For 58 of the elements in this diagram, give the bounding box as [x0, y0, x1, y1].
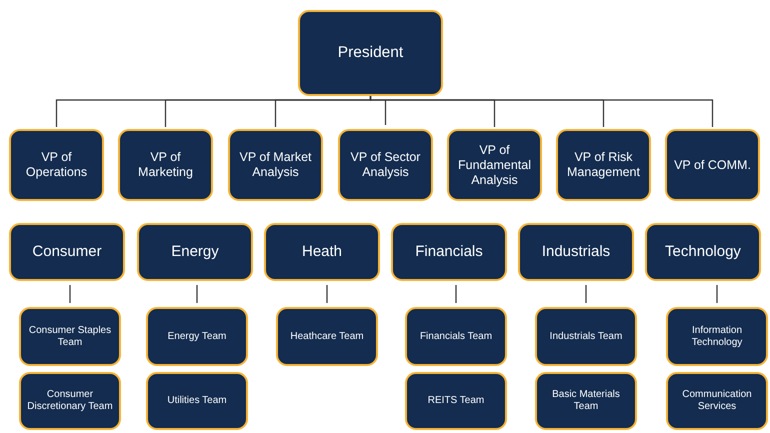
- org-box: [146, 307, 248, 366]
- org-box: [228, 129, 323, 201]
- box-label: VP of Market Analysis: [238, 150, 313, 180]
- box-label: Heathcare Team: [290, 330, 364, 342]
- org-box: [666, 372, 768, 430]
- box-label: Consumer Discretionary Team: [26, 389, 114, 413]
- org-box: [19, 372, 121, 430]
- org-box: [645, 223, 761, 281]
- org-box: [405, 307, 507, 366]
- org-box: [518, 223, 634, 281]
- org-box: [556, 129, 651, 201]
- box-label: President: [338, 44, 404, 62]
- box-label: Financials Team: [420, 330, 492, 342]
- box-label: Industrials: [542, 243, 610, 261]
- org-box: [666, 307, 768, 366]
- org-box: [118, 129, 213, 201]
- connector-line: [585, 285, 587, 303]
- box-label: REITS Team: [428, 395, 484, 407]
- box-label: Basic Materials Team: [551, 389, 621, 413]
- org-box: [535, 307, 637, 366]
- org-box: [276, 307, 378, 366]
- box-label: Consumer Staples Team: [28, 324, 112, 348]
- connector-line: [455, 285, 457, 303]
- org-box: [447, 129, 542, 201]
- box-label: VP of Operations: [24, 150, 88, 180]
- box-label: Financials: [415, 243, 483, 261]
- org-box: [264, 223, 380, 281]
- box-label: Utilities Team: [167, 395, 227, 407]
- org-box: [338, 129, 433, 201]
- box-label: Energy: [171, 243, 219, 261]
- box-label: Energy Team: [168, 330, 226, 342]
- box-label: VP of Risk Management: [566, 150, 641, 180]
- org-box: [137, 223, 253, 281]
- org-box: [19, 307, 121, 366]
- box-label: Heath: [302, 243, 342, 261]
- org-box: [535, 372, 637, 430]
- box-label: Technology: [665, 243, 741, 261]
- box-label: Communication Services: [681, 389, 753, 413]
- connector-line: [716, 285, 718, 303]
- box-label: Information Technology: [690, 324, 744, 348]
- org-box: [405, 372, 507, 430]
- connector-line: [196, 285, 198, 303]
- org-box: [665, 129, 760, 201]
- connector-line: [370, 96, 714, 127]
- org-box: [146, 372, 248, 430]
- connector-line: [384, 100, 386, 125]
- box-label: VP of COMM.: [674, 158, 751, 172]
- box-label: Industrials Team: [550, 330, 622, 342]
- org-box: [298, 10, 443, 96]
- box-label: VP of Fundamental Analysis: [457, 142, 532, 188]
- box-label: VP of Sector Analysis: [350, 150, 422, 180]
- connector-line: [69, 285, 71, 303]
- connector-line: [326, 285, 328, 303]
- box-label: VP of Marketing: [137, 150, 194, 180]
- box-label: Consumer: [32, 243, 102, 261]
- org-box: [391, 223, 507, 281]
- org-box: [9, 129, 104, 201]
- org-box: [9, 223, 125, 281]
